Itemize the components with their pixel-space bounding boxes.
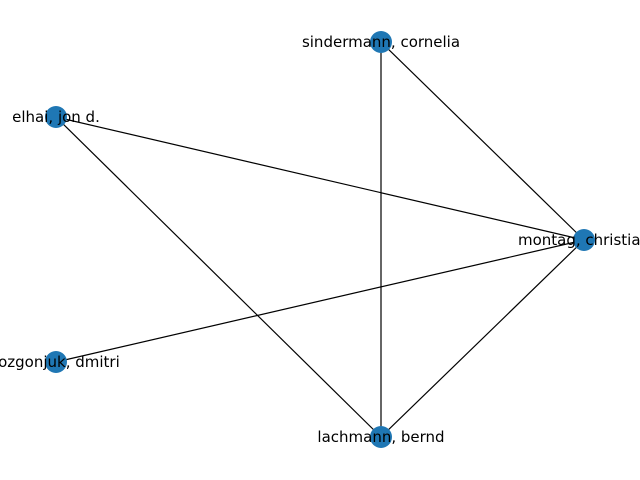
edge-montag-rozgonjuk [55,239,585,363]
edges-layer [55,41,585,438]
edge-montag-lachmann [380,239,585,438]
edge-elhai-lachmann [55,116,382,438]
node-label-rozgonjuk: rozgonjuk, dmitri [0,353,120,371]
node-sindermann [370,31,392,53]
node-label-sindermann: sindermann, cornelia [302,33,460,51]
edge-elhai-montag [55,116,585,241]
node-label-lachmann: lachmann, bernd [317,428,444,446]
node-label-elhai: elhai, jon d. [12,108,100,126]
labels-layer: sindermann, cornelia elhai, jon d. montag,… [0,33,640,446]
node-label-montag: montag, christian [518,231,640,249]
node-elhai [45,106,67,128]
node-rozgonjuk [45,351,67,373]
node-lachmann [370,426,392,448]
node-montag [573,229,595,251]
nodes-layer [45,31,595,448]
edge-sindermann-montag [380,41,585,241]
